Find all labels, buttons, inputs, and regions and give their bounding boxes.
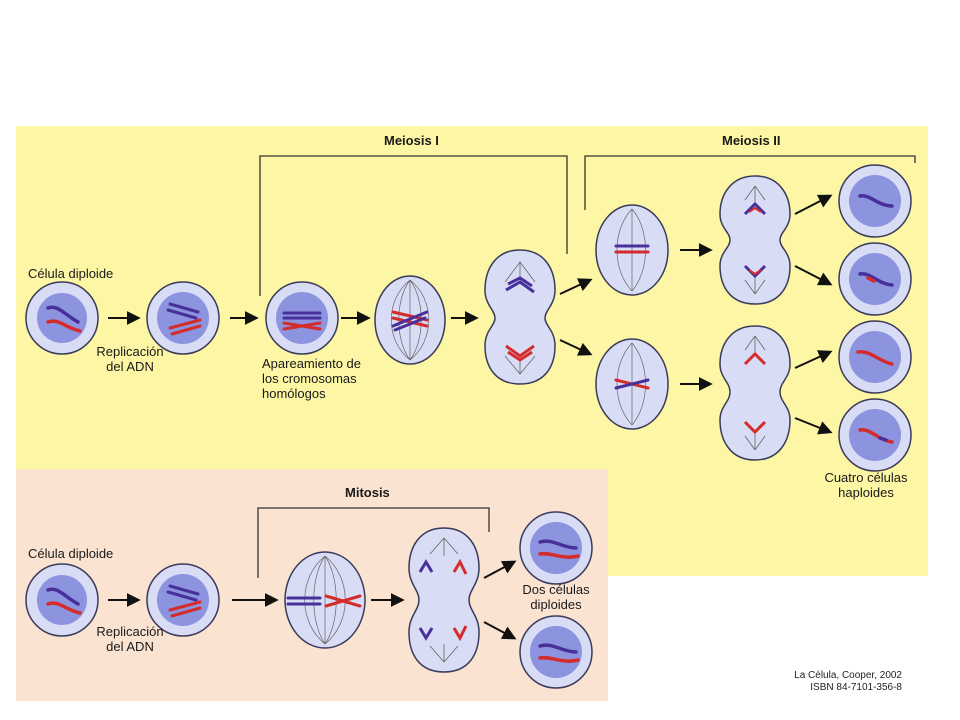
mitosis-replication-label: Replicación del ADN — [82, 624, 178, 654]
meiosis-i-bracket — [259, 155, 568, 296]
citation: La Célula, Cooper, 2002 ISBN 84-7101-356… — [790, 670, 902, 694]
haploid-result-line-1: Cuatro células — [824, 470, 908, 485]
meiosis-diploid-cell — [25, 281, 99, 355]
pairing-line-1: Apareamiento de — [262, 356, 362, 371]
pairing-label: Apareamiento de los cromosomas homólogos — [262, 356, 361, 401]
meiosis-diploid-label: Célula diploide — [28, 266, 114, 281]
meiosis-ii-bottom-metaphase-cell — [595, 338, 669, 430]
haploid-cell-4 — [838, 398, 912, 472]
mitosis-daughter-cell-1 — [519, 511, 593, 585]
citation-line-1: La Célula, Cooper, 2002 — [794, 670, 902, 681]
haploid-cell-1 — [838, 164, 912, 238]
mitosis-result-line-2: diploides — [530, 597, 582, 612]
pairing-line-2: los cromosomas — [262, 371, 357, 386]
mitosis-title: Mitosis — [345, 485, 390, 500]
meiosis-ii-bracket — [584, 155, 916, 210]
meiosis-pairing-cell — [265, 281, 339, 355]
haploid-result-label: Cuatro células haploides — [814, 470, 918, 500]
meiosis-replication-line-1: Replicación — [96, 344, 164, 359]
meiosis-replication-label: Replicación del ADN — [82, 344, 178, 374]
mitosis-daughter-cell-2 — [519, 615, 593, 689]
pairing-line-3: homólogos — [262, 386, 326, 401]
meiosis-replicated-cell — [146, 281, 220, 355]
meiosis-anaphase-cell — [484, 249, 556, 385]
citation-line-2: ISBN 84-7101-356-8 — [810, 682, 902, 693]
mitosis-replication-line-1: Replicación — [96, 624, 164, 639]
meiosis-ii-top-anaphase-cell — [719, 175, 791, 305]
meiosis-ii-bottom-anaphase-cell — [719, 325, 791, 461]
mitosis-result-label: Dos células diploides — [506, 582, 606, 612]
haploid-result-line-2: haploides — [838, 485, 894, 500]
meiosis-metaphase-cell — [374, 275, 446, 365]
meiosis-replication-line-2: del ADN — [106, 359, 154, 374]
meiosis-i-title: Meiosis I — [384, 133, 439, 148]
mitosis-replicated-cell — [146, 563, 220, 637]
mitosis-replication-line-2: del ADN — [106, 639, 154, 654]
mitosis-diploid-cell — [25, 563, 99, 637]
meiosis-ii-top-metaphase-cell — [595, 204, 669, 296]
haploid-cell-3 — [838, 320, 912, 394]
mitosis-result-line-1: Dos células — [522, 582, 590, 597]
mitosis-bracket — [257, 507, 490, 578]
meiosis-ii-title: Meiosis II — [722, 133, 781, 148]
mitosis-anaphase-cell — [408, 527, 480, 673]
haploid-cell-2 — [838, 242, 912, 316]
mitosis-metaphase-cell — [284, 551, 366, 649]
mitosis-diploid-label: Célula diploide — [28, 546, 114, 561]
